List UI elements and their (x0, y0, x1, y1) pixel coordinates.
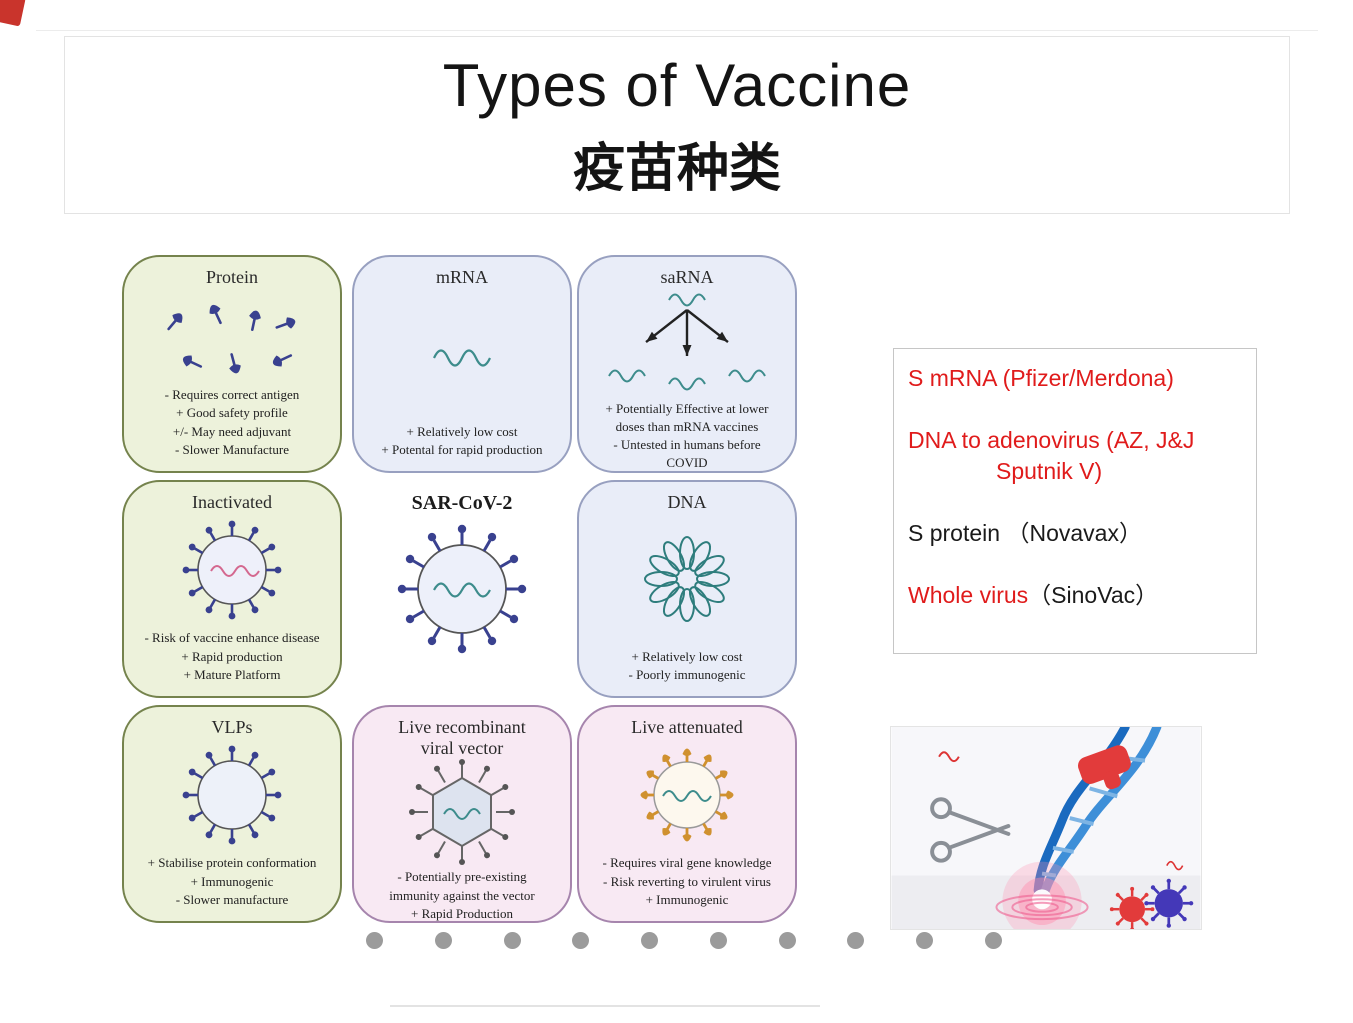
card-dna: DNA + Relatively low cost - Poorly immun… (577, 480, 797, 698)
card-dna-notes: + Relatively low cost - Poorly immunogen… (628, 648, 746, 682)
panel-wholevirus-text: Whole virus (908, 582, 1029, 609)
card-dna-label: DNA (667, 492, 707, 512)
mrna-squiggle-icon (433, 349, 491, 367)
sars-cov-2-label: SAR-CoV-2 (411, 492, 513, 514)
card-protein-notes: - Requires correct antigen + Good safety… (164, 387, 300, 457)
sars-cov-2-virus-icon (396, 523, 528, 655)
sarna-diagram-icon (608, 293, 766, 391)
dna-plasmid-icon (644, 536, 730, 623)
dot (984, 932, 1002, 949)
dot (916, 932, 934, 949)
top-rule (36, 30, 1318, 31)
red-virus-icon (1108, 885, 1156, 929)
dot (503, 932, 521, 949)
dot (709, 932, 727, 949)
dot (847, 932, 865, 949)
dot (778, 932, 796, 949)
dot (434, 932, 452, 949)
slide-subtitle: 疫苗种类 (572, 140, 781, 198)
card-sarna-label: saRNA (660, 267, 714, 287)
panel-line-adenovirus: DNA to adenovirus (AZ, J&J (908, 427, 1195, 454)
card-inactivated-notes: - Risk of vaccine enhance disease + Rapi… (144, 630, 320, 682)
scissors-icon (930, 797, 1011, 863)
enzyme-shape (1077, 745, 1131, 790)
panel-novavax-text: （Novavax） (1006, 520, 1142, 547)
card-protein-label: Protein (206, 267, 258, 287)
pagination-dots (366, 932, 1002, 949)
panel-line-sputnik: Sputnik V) (996, 458, 1103, 485)
card-viral-vector-notes: - Potentially pre-existing immunity agai… (389, 869, 535, 921)
card-inactivated-label: Inactivated (192, 492, 272, 512)
dot (572, 932, 590, 949)
dot (641, 932, 659, 949)
card-viral-vector: Live recombinant viral vector - Potentia… (352, 705, 572, 923)
card-vlps-label: VLPs (211, 717, 253, 737)
protein-spikes-icon (162, 301, 299, 377)
card-vlps: VLPs + Stabilise protein conformation + … (122, 705, 342, 923)
card-protein: Protein - Requires correct antigen + Goo… (122, 255, 342, 473)
card-mrna: mRNA + Relatively low cost + Potental fo… (352, 255, 572, 473)
panel-line-wholevirus: Whole virus（SinoVac） (908, 580, 1242, 611)
viral-vector-hexagon-icon (408, 758, 516, 867)
panel-line-sprotein: S protein （Novavax） (908, 518, 1242, 549)
red-corner-mark (0, 0, 26, 27)
panel-line-mrna: S mRNA (Pfizer/Merdona) (908, 365, 1174, 391)
live-attenuated-virus-icon (639, 747, 735, 843)
inactivated-virus-icon (181, 519, 283, 621)
bottom-rule (390, 1005, 820, 1007)
card-sarna-notes: + Potentially Effective at lower doses t… (605, 400, 769, 471)
card-live-attenuated-label: Live attenuated (631, 717, 743, 737)
panel-sinovac-text: （SinoVac） (1028, 582, 1159, 609)
dot (366, 932, 383, 949)
title-box: Types of Vaccine 疫苗种类 (64, 36, 1290, 214)
sars-cov-2-figure: SAR-CoV-2 (352, 492, 572, 667)
card-mrna-notes: + Relatively low cost + Potental for rap… (381, 423, 543, 457)
panel-sprotein-text: S protein (908, 520, 1001, 547)
card-live-attenuated-notes: - Requires viral gene knowledge - Risk r… (602, 855, 772, 907)
card-vlps-notes: + Stabilise protein conformation + Immun… (147, 855, 317, 907)
vaccine-examples-panel: S mRNA (Pfizer/Merdona) DNA to adenoviru… (893, 348, 1257, 654)
card-mrna-label: mRNA (435, 267, 488, 287)
card-live-attenuated: Live attenuated - Requires viral gene kn… (577, 705, 797, 923)
card-sarna: saRNA + Potentially Effective at lower d… (577, 255, 797, 473)
vlp-virus-icon (181, 744, 283, 846)
purple-virus-icon (1142, 877, 1195, 929)
card-inactivated: Inactivated - Risk of vaccine enhance di… (122, 480, 342, 698)
card-viral-vector-label: Live recombinant viral vector (398, 717, 526, 758)
slide-title: Types of Vaccine (442, 52, 912, 119)
gene-editing-illustration (890, 726, 1202, 930)
